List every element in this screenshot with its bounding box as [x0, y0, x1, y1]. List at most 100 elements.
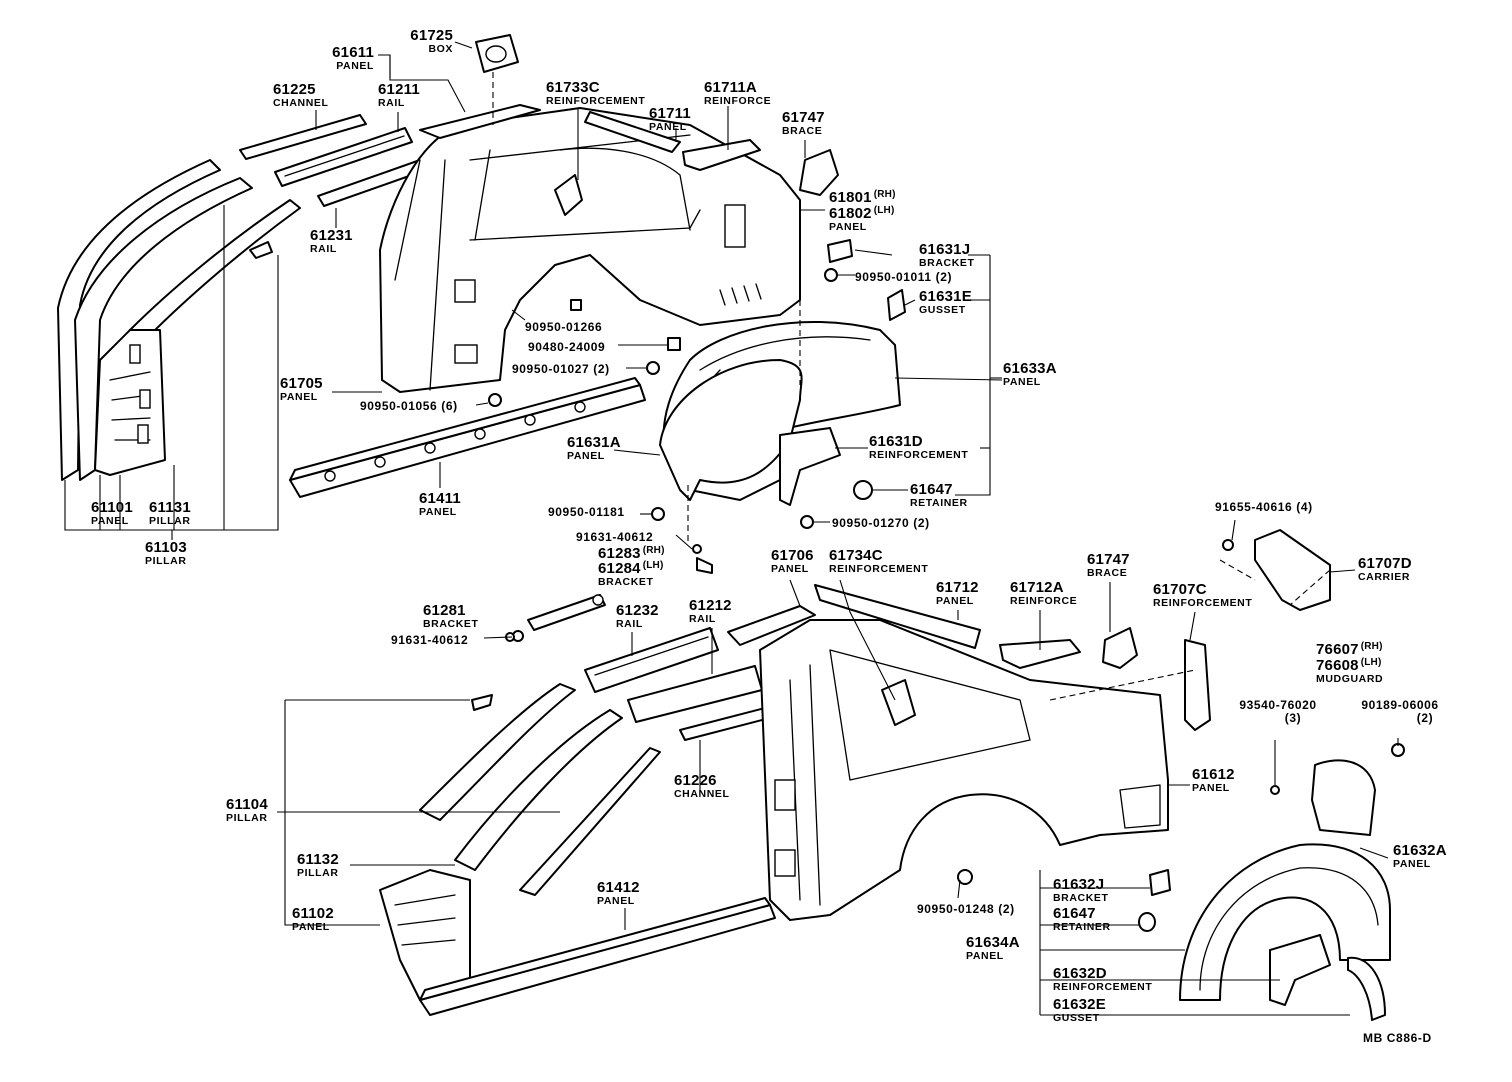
panel-61411-part — [289, 377, 646, 498]
label-90950-01248: 90950-01248 (2) — [917, 902, 1015, 916]
label-61802: 61802(LH)PANEL — [829, 205, 895, 233]
label-91631-40612-upper: 91631-40612 — [576, 530, 654, 544]
label-90950-01270: 90950-01270 (2) — [832, 516, 930, 530]
panel-61412-part — [419, 897, 776, 1016]
gusset-61632e-part — [1347, 956, 1386, 1021]
label-91655-40616: 91655-40616 (4) — [1215, 500, 1313, 514]
label-61284: 61284(LH)BRACKET — [598, 560, 664, 588]
panel-61631a-part — [659, 359, 803, 501]
label-90950-01011: 90950-01011 (2) — [855, 270, 953, 284]
label-90189-06006: 90189-06006(2) — [1361, 698, 1439, 725]
label-90480-24009: 90480-24009 — [528, 340, 606, 354]
bracket-61632j-part — [1149, 869, 1171, 896]
reinforcement-61733c-part — [554, 174, 583, 216]
reinforcement-61632d-part — [1269, 934, 1331, 1006]
panel-61632a-part — [1179, 843, 1391, 1001]
reinforce-61712a-part — [999, 639, 1081, 669]
label-76608: 76608(LH)MUDGUARD — [1316, 657, 1384, 685]
channel-61225-part — [239, 114, 367, 160]
fasteners-lower — [505, 632, 973, 885]
panel-61706-part — [727, 605, 816, 646]
label-61283: 61283(RH) — [598, 545, 665, 562]
reinforce-61711a-part — [682, 139, 761, 171]
label-90950-01027: 90950-01027 (2) — [512, 362, 610, 376]
panel-61712-part — [814, 584, 981, 649]
pillar-61101-61103-part — [57, 159, 301, 481]
label-90950-01056: 90950-01056 (6) — [360, 399, 458, 413]
reinforcement-61707c-part — [1184, 639, 1211, 731]
pillar-61132-part — [454, 709, 661, 896]
mudguard-76607-part — [1270, 743, 1405, 836]
gusset-61631e-part — [887, 289, 906, 321]
fasteners-upper — [488, 268, 838, 574]
assembly-dashed-lines — [492, 72, 1331, 701]
rail-61211-part — [274, 127, 413, 187]
pillar-61104-part — [419, 683, 576, 821]
label-93540-76020: 93540-76020(3) — [1239, 698, 1317, 725]
label-90950-01266: 90950-01266 — [525, 320, 603, 334]
label-91631-40612-lower: 91631-40612 — [391, 633, 469, 647]
label-90950-01181: 90950-01181 — [548, 505, 625, 519]
bracket-61631j-part — [827, 239, 853, 263]
bracket-61281-part — [512, 594, 606, 642]
label-76607: 76607(RH) — [1316, 641, 1383, 658]
carrier-61707d-part — [1222, 529, 1331, 611]
reinforcement-61631d-part — [779, 427, 841, 506]
label-61801: 61801(RH) — [829, 189, 896, 206]
panel-61711-part — [584, 111, 681, 153]
diagram-code: MB C886-D — [1363, 1031, 1432, 1045]
rail-61232-part — [584, 627, 719, 693]
panel-61611-part — [419, 104, 541, 139]
retainer-61647-lower-part — [1138, 912, 1156, 932]
panel-61612-part — [759, 619, 1169, 921]
retainer-61647-upper-part — [853, 480, 873, 500]
panel-61705-part — [379, 107, 801, 393]
box-61725-part — [475, 34, 519, 73]
brace-61747-upper-part — [799, 149, 839, 196]
